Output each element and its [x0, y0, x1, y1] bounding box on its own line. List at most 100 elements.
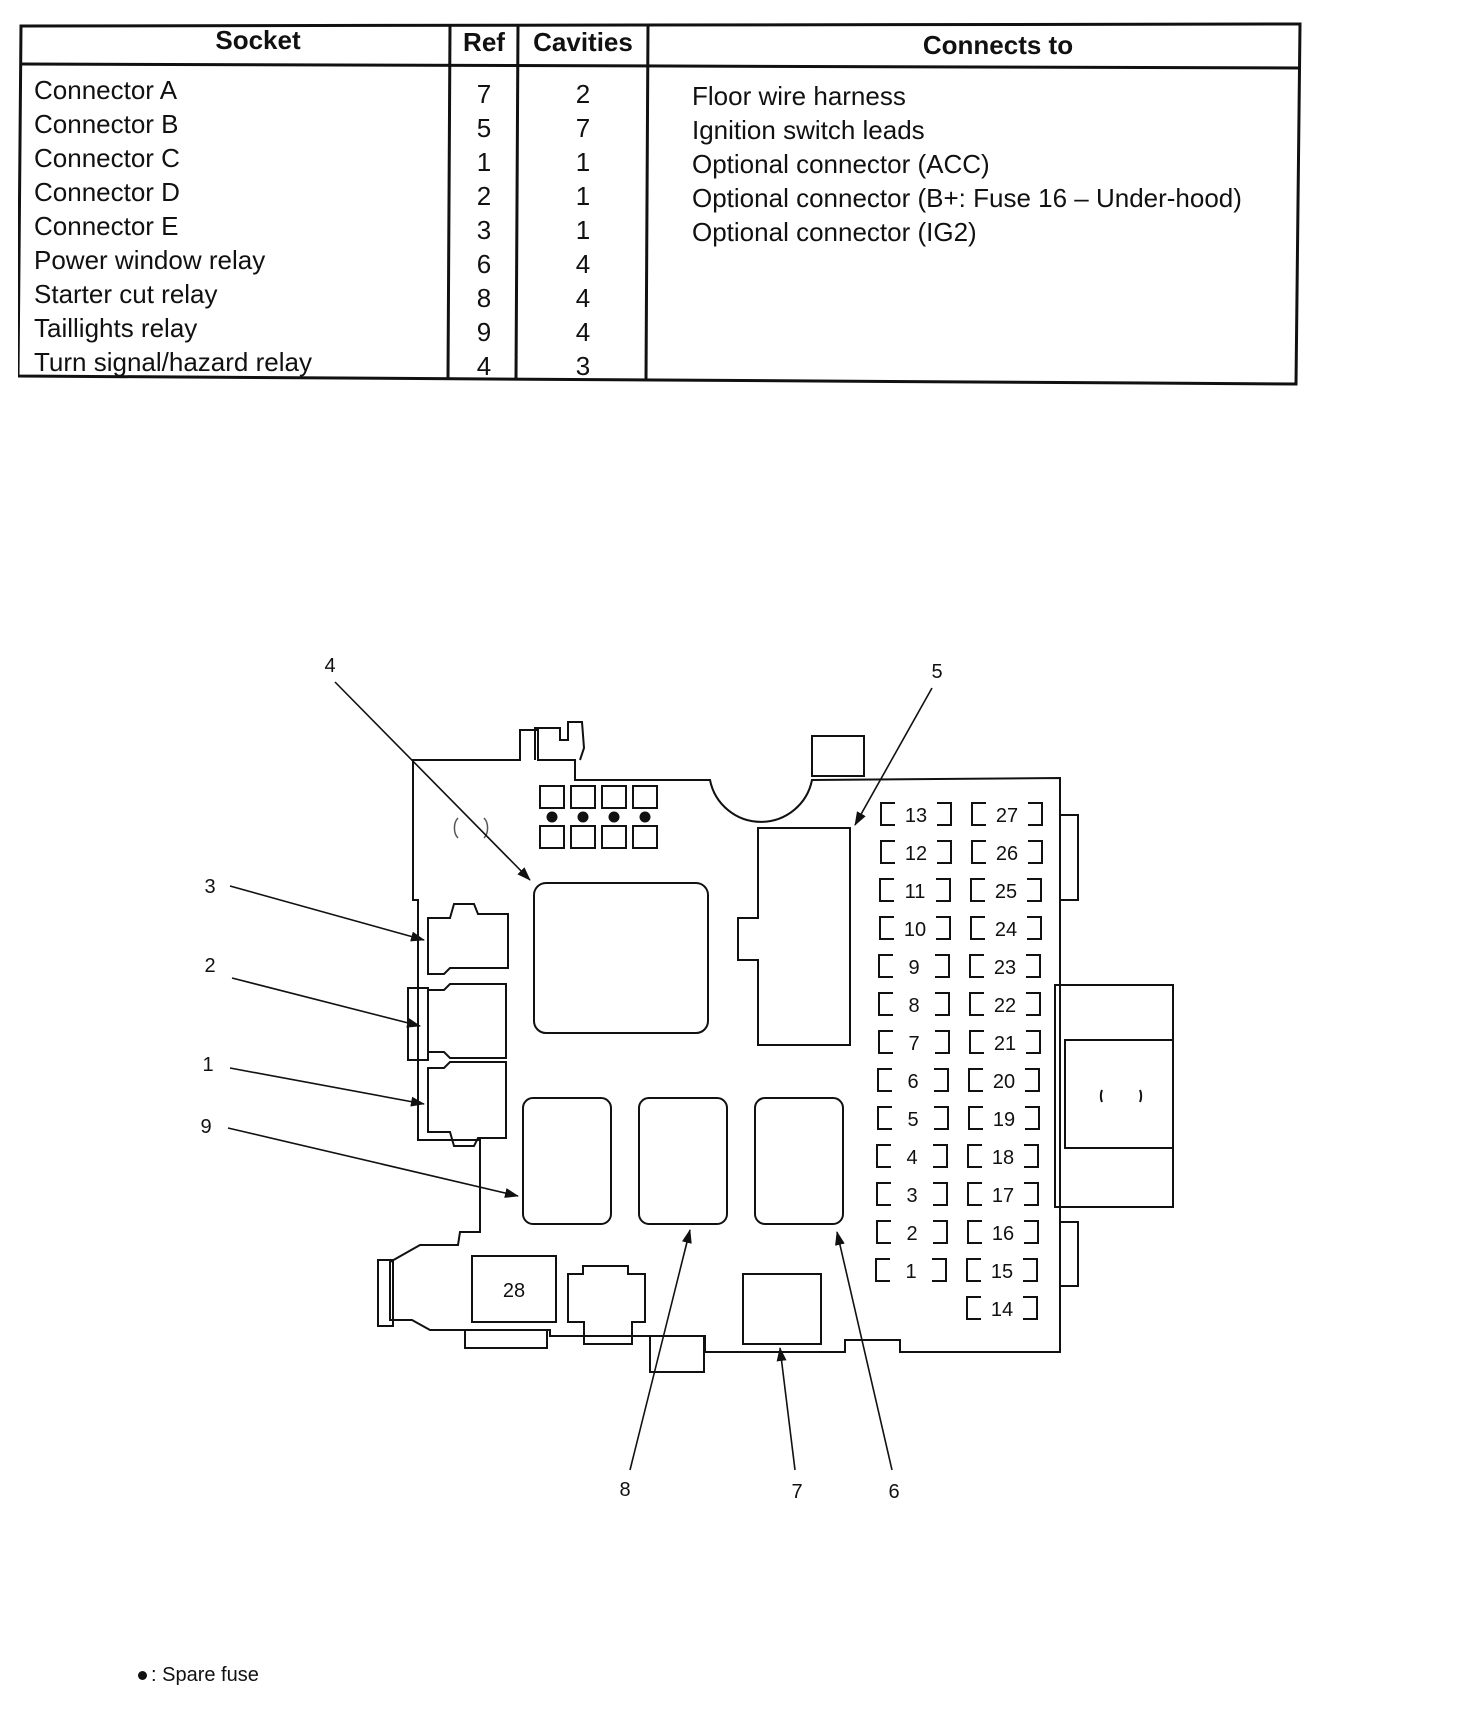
fuse-slot: 7	[878, 1030, 950, 1055]
callout-2: 2	[204, 955, 215, 977]
fuse-slot-bracket	[969, 1030, 1041, 1054]
spare-fuse-dot	[639, 811, 651, 823]
callout-line-7	[776, 1347, 796, 1471]
fuse-slot: 10	[879, 916, 951, 941]
right-tab-upper	[1059, 814, 1079, 901]
socket-table: Socket Ref Cavities Connects to Connecto…	[18, 22, 1418, 390]
power-window-relay	[754, 1097, 844, 1225]
cell-ref: 7	[476, 79, 492, 109]
fuse-slot-bracket	[878, 1030, 950, 1054]
spare-fuse-dots	[546, 811, 651, 823]
fuse-slot: 3	[876, 1182, 948, 1207]
fuse-number: 20	[993, 1071, 1015, 1093]
connector-c-lower	[567, 1265, 646, 1345]
cell-socket: Connector B	[34, 109, 179, 139]
fuse-slot-bracket	[875, 1258, 947, 1282]
cell-socket: Connector A	[34, 75, 178, 105]
cell-socket: Connector E	[34, 211, 179, 241]
cell-cavities: 4	[575, 283, 591, 313]
fuse-number: 22	[994, 995, 1016, 1017]
fuse-number: 2	[906, 1223, 917, 1245]
taillights-relay	[522, 1097, 612, 1225]
cell-ref: 1	[476, 147, 492, 177]
connector-b	[737, 827, 851, 1046]
fuse-number: 18	[992, 1147, 1014, 1169]
cell-socket: Taillights relay	[34, 313, 198, 343]
callout-line-4	[334, 681, 531, 881]
fuse-slot: 26	[971, 840, 1043, 865]
header-ref: Ref	[463, 27, 505, 57]
connector-c	[427, 1061, 507, 1147]
cell-cavities: 4	[575, 249, 591, 279]
callout-5: 5	[931, 661, 942, 683]
cell-socket: Turn signal/hazard relay	[34, 347, 312, 377]
cell-connects-to: Floor wire harness	[692, 81, 906, 111]
fuse-number: 5	[907, 1109, 918, 1131]
fuse-number: 26	[996, 843, 1018, 865]
spare-fuse-dot	[577, 811, 589, 823]
fuse-number: 6	[907, 1071, 918, 1093]
callout-line-9	[227, 1127, 519, 1198]
fuse-slot-bracket	[967, 1182, 1039, 1206]
fuse-slot-bracket	[876, 1182, 948, 1206]
fuse-slot-bracket	[971, 840, 1043, 864]
spare-fuse-dot-icon	[138, 1671, 147, 1681]
fuse-slot: 24	[970, 916, 1042, 941]
cell-ref: 2	[476, 181, 492, 211]
cell-socket: Power window relay	[34, 245, 266, 275]
fuse-slot-bracket	[880, 802, 952, 826]
fuse-slot-bracket	[876, 1220, 948, 1244]
callout-9: 9	[200, 1116, 211, 1138]
fuse-slot: 17	[967, 1182, 1039, 1207]
spare-fuse-dot	[608, 811, 620, 823]
fuse-number: 7	[908, 1033, 919, 1055]
table-grid	[18, 22, 1302, 386]
fuse-slot: 20	[968, 1068, 1040, 1093]
callout-1: 1	[202, 1054, 213, 1076]
fuse-number: 17	[992, 1185, 1014, 1207]
fuse-slot-bracket	[879, 878, 951, 902]
fuse-slot: 16	[967, 1220, 1039, 1245]
fuse-number: 27	[996, 805, 1018, 827]
fuse-slot: 27	[971, 802, 1043, 827]
fuse-box-outline	[389, 729, 1061, 1353]
fuse-slot: 8	[878, 992, 950, 1017]
fuse-28-label: 28	[503, 1280, 525, 1302]
cell-connects-to: Optional connector (ACC)	[692, 149, 990, 179]
fuse-number: 8	[908, 995, 919, 1017]
callout-lines	[227, 681, 933, 1471]
fuse-slot-bracket	[878, 992, 950, 1016]
bottom-tab-left	[464, 1329, 548, 1349]
cell-cavities: 1	[575, 147, 591, 177]
fuse-slot-bracket	[877, 1068, 949, 1092]
fuse-slot: 6	[877, 1068, 949, 1093]
fuse-slot: 11	[879, 878, 951, 903]
callout-line-5	[854, 687, 933, 826]
fuse-slot: 1	[875, 1258, 947, 1283]
connector-a	[742, 1273, 822, 1345]
cell-cavities: 1	[575, 215, 591, 245]
header-cavities: Cavities	[533, 27, 633, 57]
fuse-slot: 2	[876, 1220, 948, 1245]
cell-cavities: 1	[575, 181, 591, 211]
fuse-number: 14	[991, 1299, 1013, 1321]
fuse-slot: 4	[876, 1144, 948, 1169]
fuse-number: 24	[995, 919, 1017, 941]
left-tab-bottom	[377, 1259, 394, 1327]
fuse-slot: 12	[880, 840, 952, 865]
cell-connects-to: Ignition switch leads	[692, 115, 925, 145]
bottom-tab-mid	[649, 1335, 705, 1373]
callout-3: 3	[204, 876, 215, 898]
fuse-slot: 18	[967, 1144, 1039, 1169]
fuse-slot-bracket	[880, 840, 952, 864]
fuse-slot-bracket	[970, 878, 1042, 902]
fuse-slot-bracket	[967, 1220, 1039, 1244]
cell-ref: 8	[476, 283, 492, 313]
connector-e	[427, 903, 509, 975]
fuse-number: 10	[904, 919, 926, 941]
top-latch	[534, 721, 586, 761]
cell-connects-to: Optional connector (B+: Fuse 16 – Under-…	[692, 183, 1242, 213]
fuse-slot-bracket	[966, 1296, 1038, 1320]
